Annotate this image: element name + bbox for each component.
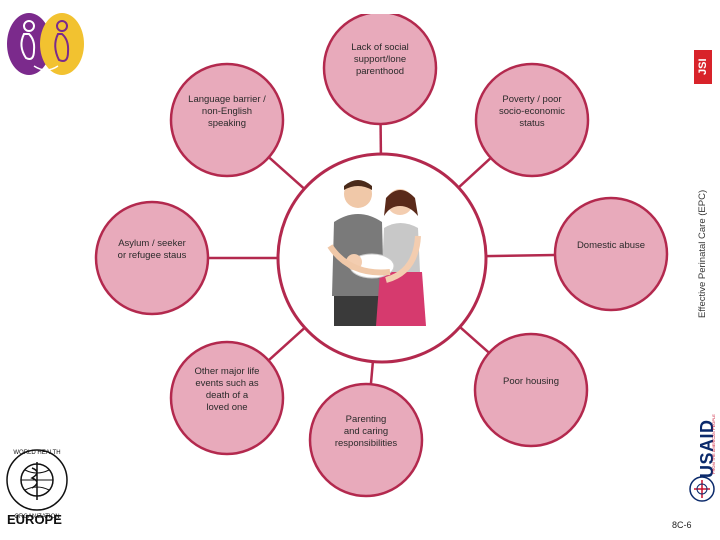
usaid-seal-icon <box>689 476 715 502</box>
connector-poor-housing <box>459 326 490 354</box>
node-parenting <box>308 382 424 498</box>
svg-text:ORGANIZATION: ORGANIZATION <box>14 514 59 520</box>
connector-domestic-abuse <box>485 253 556 258</box>
node-label-domestic-abuse: Domestic abuse <box>576 240 646 252</box>
who-emblem-icon: WORLD HEALTH ORGANIZATION <box>6 449 68 520</box>
node-poor-housing <box>473 332 589 448</box>
node-label-language: Language barrier / non-English speaking <box>188 94 266 129</box>
node-label-major-life-events: Other major life events such as death of… <box>194 366 260 413</box>
usaid-tagline: FROM THE AMERICAN PEOPLE <box>711 414 716 474</box>
node-label-asylum: Asylum / seeker or refugee staus <box>117 238 187 261</box>
connector-poverty <box>457 156 492 189</box>
diagram-connectors <box>208 123 556 385</box>
connector-major-life-events <box>267 326 306 362</box>
node-label-social-support: Lack of social support/lone parenthood <box>351 42 409 77</box>
node-asylum <box>94 200 210 316</box>
page-number: 8C-6 <box>672 520 692 530</box>
diagram-outer-nodes <box>94 14 669 498</box>
node-language <box>169 62 285 178</box>
family-illustration-icon <box>327 180 426 326</box>
risk-factors-diagram <box>94 14 669 498</box>
node-label-poor-housing: Poor housing <box>503 376 559 388</box>
connector-language <box>267 156 306 190</box>
jsi-logo-icon: JSI <box>694 50 712 84</box>
who-region-label: EUROPE <box>7 512 62 527</box>
node-social-support <box>322 14 438 126</box>
node-poverty <box>474 62 590 178</box>
node-label-poverty: Poverty / poor socio-economic status <box>499 94 565 129</box>
node-major-life-events <box>169 340 285 456</box>
node-label-parenting: Parenting and caring responsibilities <box>334 414 398 449</box>
perinatal-logo-icon <box>7 13 84 75</box>
node-domestic-abuse <box>553 196 669 312</box>
connector-parenting <box>369 361 375 385</box>
svg-text:WORLD HEALTH: WORLD HEALTH <box>13 450 60 456</box>
vertical-title: Effective Perinatal Care (EPC) <box>697 189 708 318</box>
